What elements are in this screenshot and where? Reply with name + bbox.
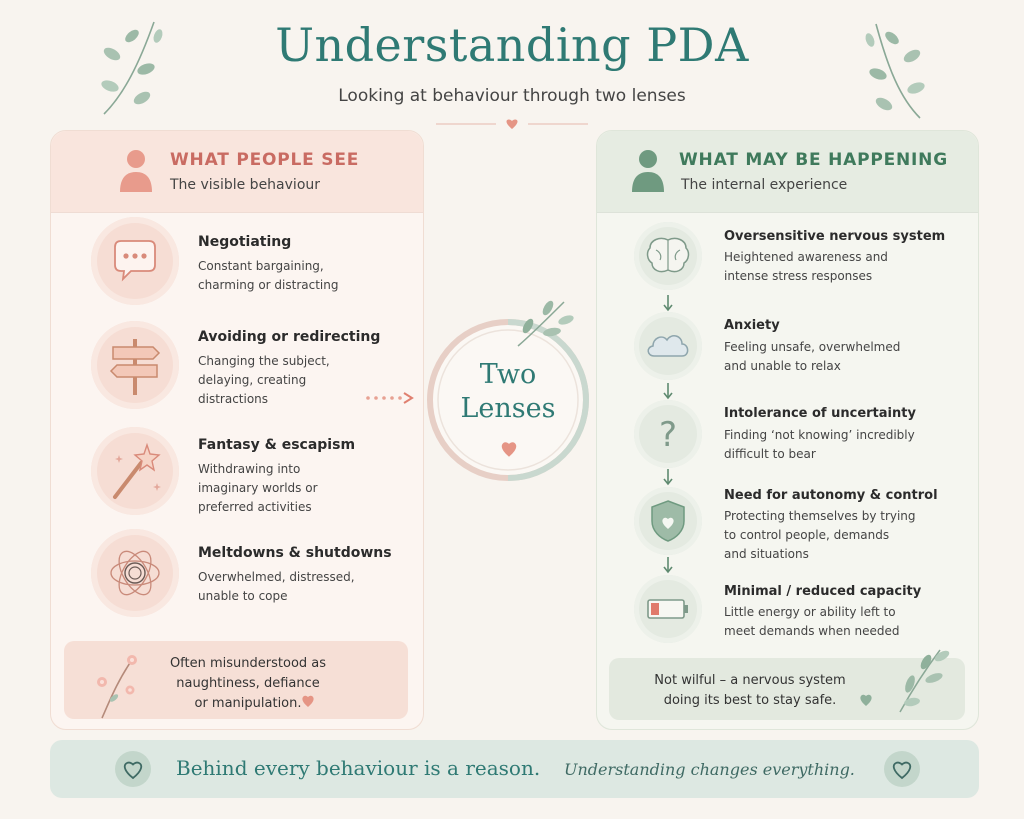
arrow-down-icon [663, 295, 673, 312]
low-battery-icon [634, 575, 702, 643]
left-callout [64, 641, 408, 719]
footer-main-text: Behind every behaviour is a reason. [176, 756, 541, 780]
brain-icon [634, 222, 702, 290]
blossom-branch-icon [97, 655, 137, 719]
left-panel-subtitle: The visible behaviour [170, 177, 321, 193]
footer-script-text: Understanding changes everything. [564, 760, 855, 779]
question-mark-icon: ? [634, 400, 702, 468]
item-desc-meltdowns: Overwhelmed, distressed,unable to cope [198, 570, 355, 603]
leaf-branch-left-icon [101, 21, 163, 115]
right-panel-subtitle: The internal experience [681, 177, 848, 193]
arrow-down-icon [663, 469, 673, 486]
item-title-avoiding: Avoiding or redirecting [198, 329, 381, 345]
heart-badge-icon [115, 751, 151, 787]
svg-text:?: ? [659, 415, 677, 455]
arrow-down-icon [663, 383, 673, 400]
leaf-branch-right-icon [865, 23, 925, 119]
leaf-sprig-icon [899, 649, 950, 713]
signpost-icon [91, 321, 179, 409]
center-heart-icon [501, 442, 517, 457]
heart-outline-icon [860, 694, 872, 706]
page-title: Understanding PDA [275, 18, 749, 72]
speech-bubble-icon [91, 217, 179, 305]
heart-icon [302, 695, 314, 707]
footer-banner [50, 740, 979, 798]
right-panel-header [597, 131, 978, 213]
item-title-negotiating: Negotiating [198, 234, 292, 250]
person-icon [632, 150, 664, 192]
right-panel-title: WHAT MAY BE HAPPENING [679, 150, 948, 170]
left-panel-header [51, 131, 423, 213]
arrow-down-icon [663, 557, 673, 574]
item-title-meltdowns: Meltdowns & shutdowns [198, 545, 392, 561]
item-title-uncertainty: Intolerance of uncertainty [724, 406, 916, 421]
cloud-icon [634, 312, 702, 380]
dotted-arrow-right-icon [366, 392, 414, 404]
left-panel-title: WHAT PEOPLE SEE [170, 150, 360, 170]
heart-divider-icon [436, 119, 588, 129]
shield-heart-icon [634, 487, 702, 555]
item-title-capacity: Minimal / reduced capacity [724, 584, 922, 599]
magic-wand-icon [91, 427, 179, 515]
heart-badge-icon [884, 751, 920, 787]
leaf-sprig-icon [517, 300, 574, 347]
item-title-anxiety: Anxiety [724, 318, 780, 333]
tangle-icon [91, 529, 179, 617]
item-title-oversensitive: Oversensitive nervous system [724, 229, 946, 244]
page-subtitle: Looking at behaviour through two lenses [338, 86, 686, 106]
two-lenses-ring [427, 319, 590, 481]
item-desc-negotiating: Constant bargaining,charming or distract… [198, 259, 339, 292]
item-title-fantasy: Fantasy & escapism [198, 437, 356, 453]
person-icon [120, 150, 152, 192]
item-title-autonomy: Need for autonomy & control [724, 488, 938, 503]
